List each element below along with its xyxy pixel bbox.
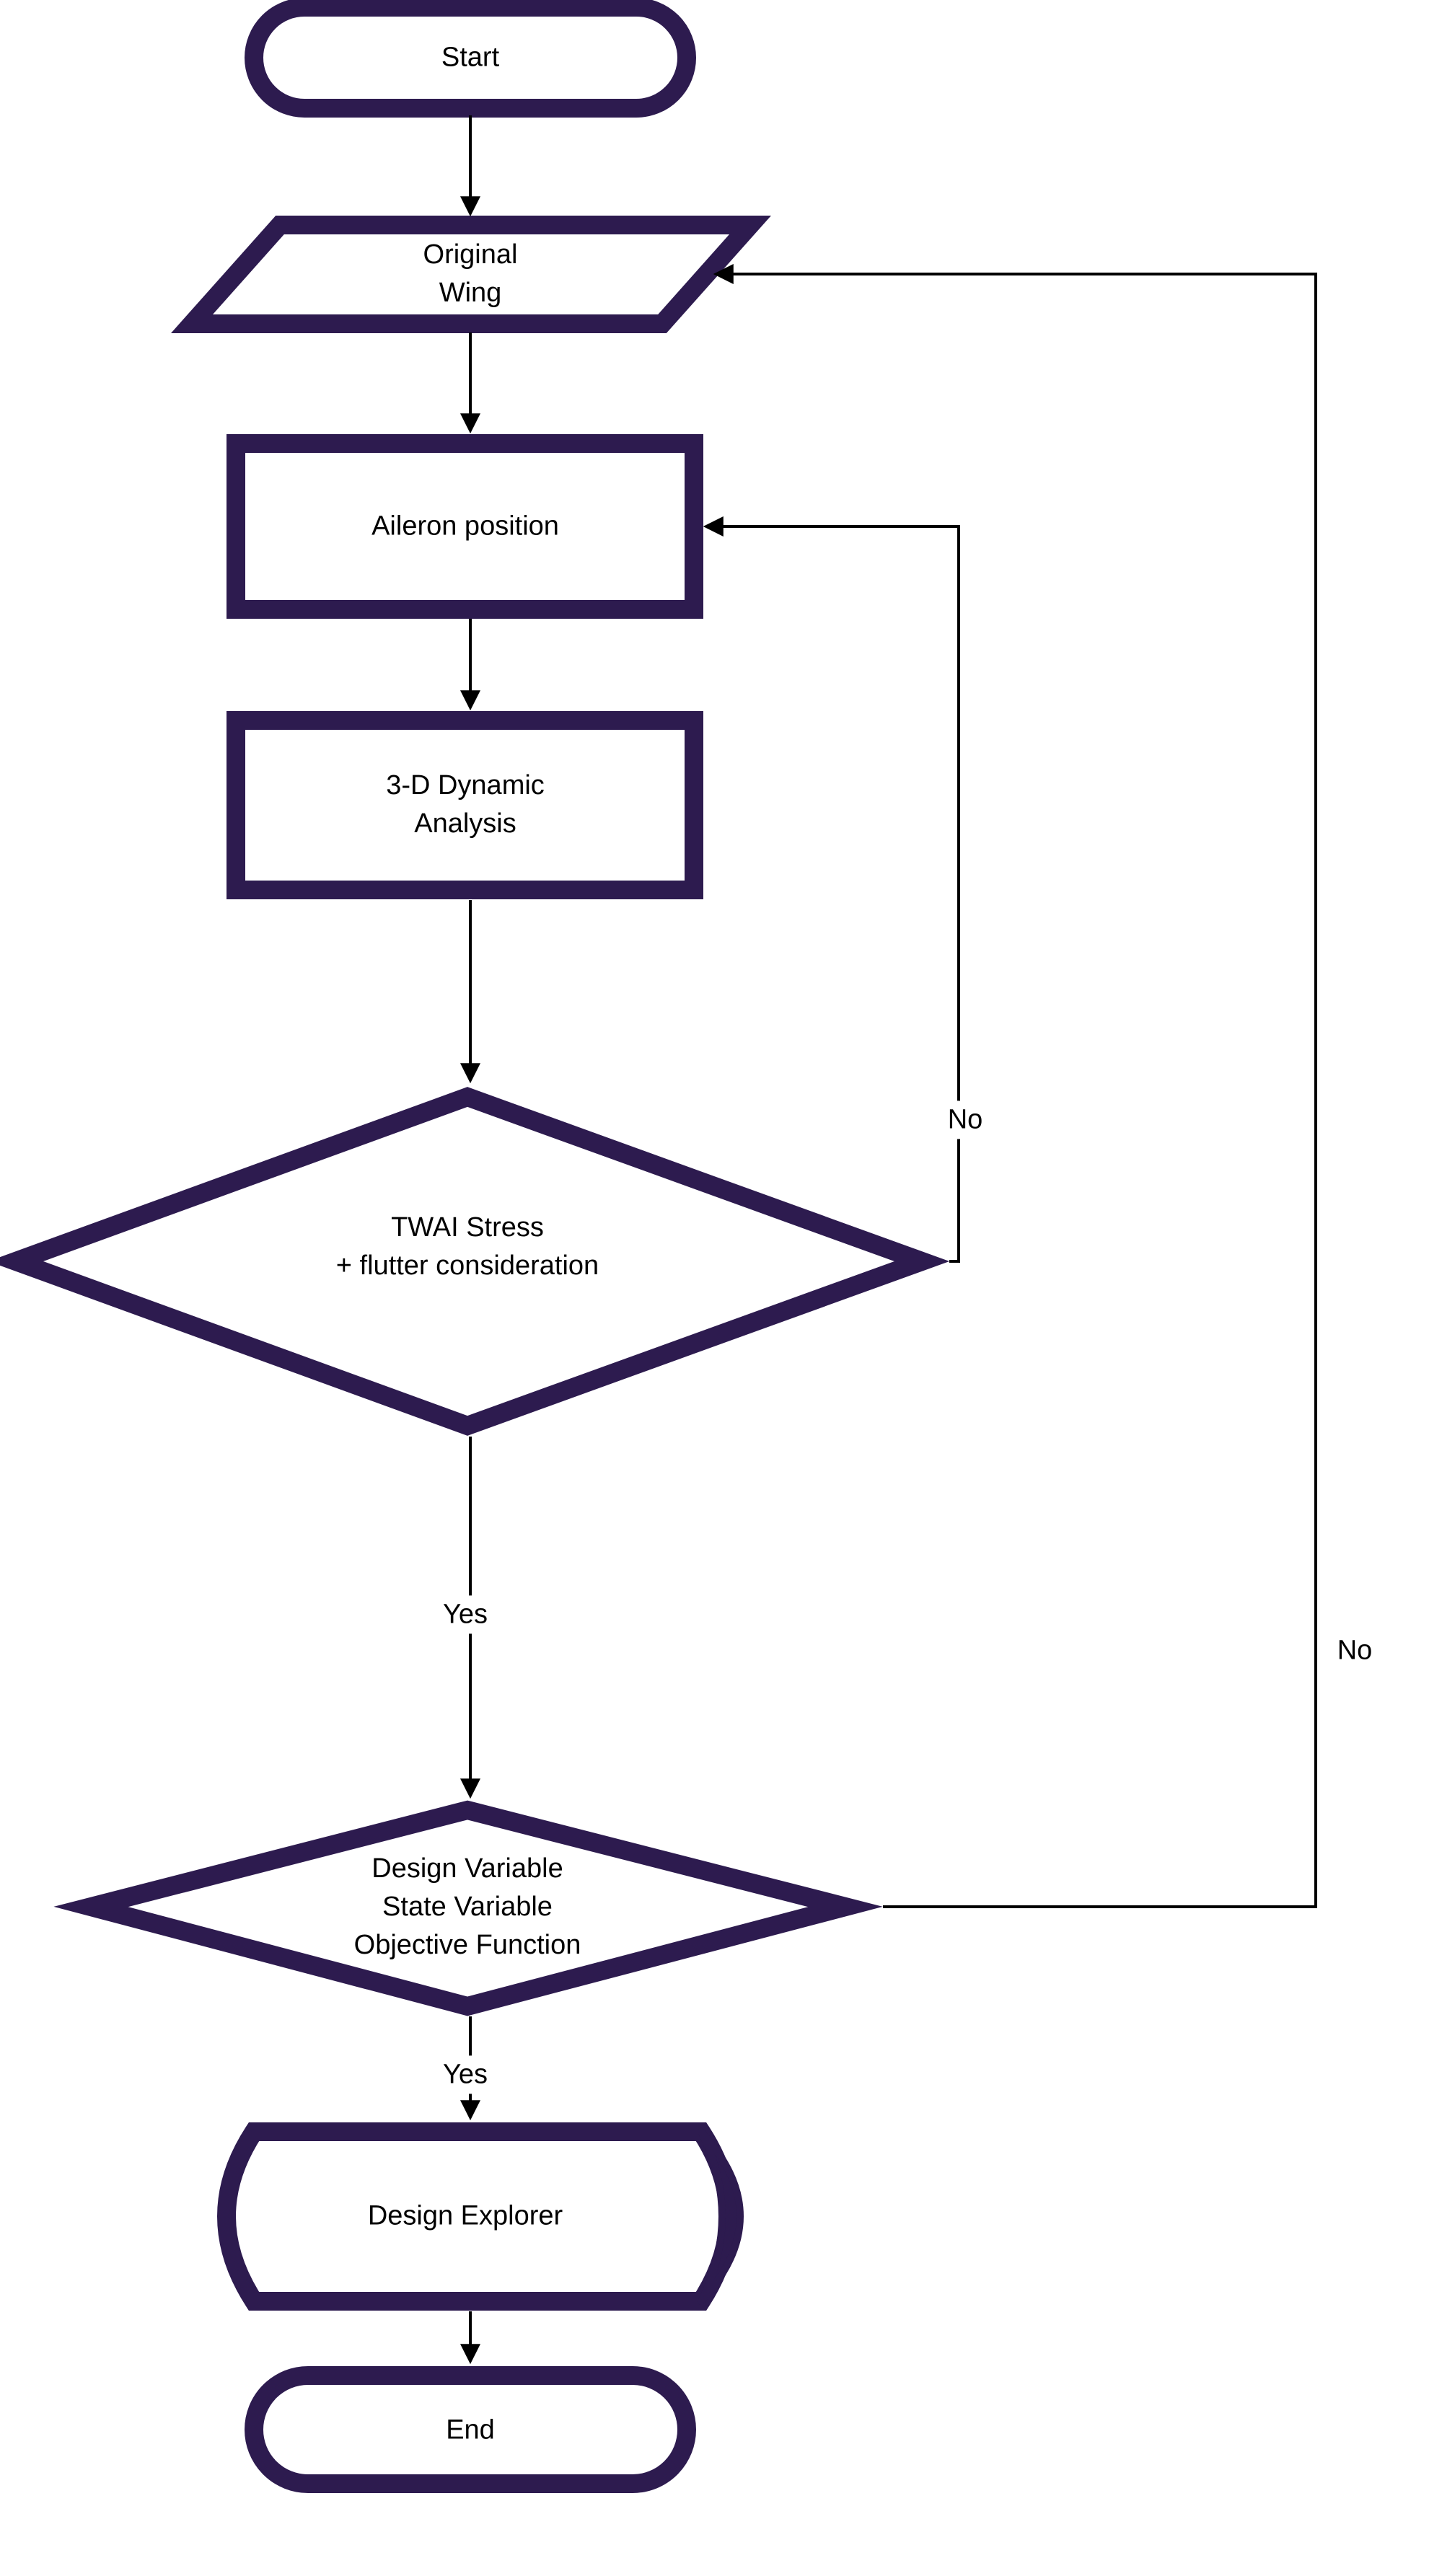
end-node-label: End [446, 2414, 495, 2445]
stress-decision-node-label: TWAI Stress + flutter consideration [335, 1212, 599, 1281]
variables-decision-node-label: Design Variable State Variable Objective… [353, 1853, 581, 1961]
original-wing-node-label: Original Wing [423, 239, 518, 308]
stress-yes-edge-label: Yes [437, 1595, 493, 1634]
variables-yes-edge-label: Yes [437, 2055, 493, 2094]
start-node-label: Start [441, 42, 500, 73]
connector-stress-no-to-aileron [703, 516, 960, 1263]
design-explorer-node-label: Design Explorer [367, 2200, 563, 2231]
stress-decision-node-shape [0, 1087, 950, 1436]
stress-no-edge-label: No [941, 1100, 989, 1139]
end-node-shape [245, 2366, 696, 2493]
connector-variables-no-to-original-wing [713, 264, 1317, 1908]
dynamic-analysis-node-label: 3-D Dynamic Analysis [386, 769, 545, 839]
start-node-shape [245, 0, 696, 118]
aileron-position-node-shape [227, 434, 703, 619]
variables-decision-node-shape [53, 1800, 883, 2016]
variables-no-edge-label: No [1331, 1631, 1379, 1670]
dynamic-analysis-node-shape [227, 711, 703, 899]
design-explorer-edge-accent [698, 2128, 744, 2305]
aileron-position-node-label: Aileron position [371, 511, 559, 542]
original-wing-node-shape [171, 216, 771, 333]
